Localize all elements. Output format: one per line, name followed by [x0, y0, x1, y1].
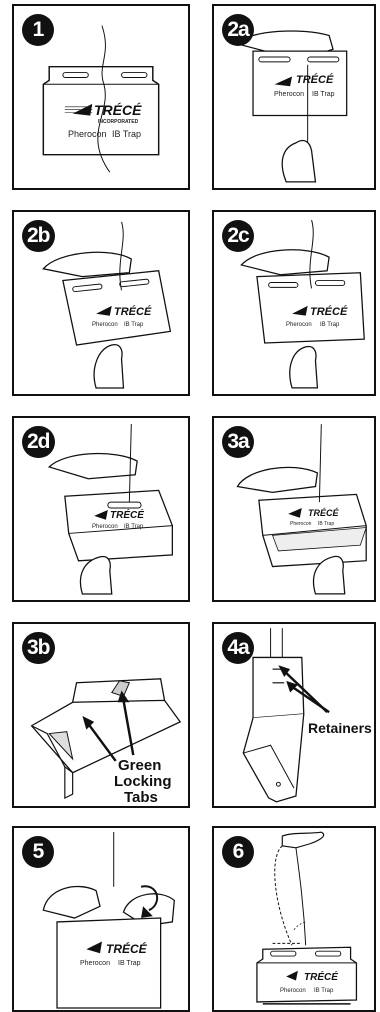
step-1-incorporated: INCORPORATED — [98, 119, 138, 125]
step-2d-badge: 2d — [22, 426, 55, 458]
step-1-product-name: Pherocon — [68, 129, 107, 139]
step-5-badge: 5 — [22, 836, 54, 868]
step-4a-badge: 4a — [222, 632, 254, 664]
step-2b-brand-logo: TRÉCÉ — [114, 306, 151, 318]
step-6-product-suffix: IB Trap — [314, 988, 333, 994]
step-2d-product-suffix: IB Trap — [124, 524, 143, 530]
step-5-brand-logo: TRÉCÉ — [106, 942, 147, 956]
step-6-panel: 6 TRÉCÉ Pherocon IB Trap — [212, 826, 376, 1012]
step-3b-panel: 3b Green Locking Tabs — [12, 622, 190, 808]
step-2b-product-suffix: IB Trap — [124, 322, 143, 328]
step-3b-label-tabs: Tabs — [124, 790, 158, 806]
step-2a-product-name: Pherocon — [274, 91, 304, 98]
step-2a-badge: 2a — [222, 14, 254, 46]
step-4a-panel: 4a Retainers — [212, 622, 376, 808]
step-3a-badge: 3a — [222, 426, 254, 458]
step-2a-panel: 2a TRÉCÉ Pherocon IB Trap — [212, 4, 376, 190]
step-2c-badge: 2c — [222, 220, 254, 252]
step-2c-brand-logo: TRÉCÉ — [310, 306, 347, 318]
step-3a-brand-logo: TRÉCÉ — [308, 508, 339, 518]
step-3a-panel: 3a TRÉCÉ Pherocon IB Trap — [212, 416, 376, 602]
step-2b-panel: 2b TRÉCÉ Pherocon IB Trap — [12, 210, 190, 396]
step-2a-brand-logo: TRÉCÉ — [296, 74, 333, 86]
step-2b-badge: 2b — [22, 220, 55, 252]
step-1-brand-logo: TRÉCÉ — [94, 102, 141, 118]
step-2a-product-suffix: IB Trap — [312, 91, 335, 98]
step-6-product-name: Pherocon — [280, 988, 306, 994]
step-2c-panel: 2c TRÉCÉ Pherocon IB Trap — [212, 210, 376, 396]
step-3b-label-green: Green — [118, 758, 161, 774]
step-2d-panel: 2d TRÉCÉ Pherocon IB Trap — [12, 416, 190, 602]
step-6-brand-logo: TRÉCÉ — [304, 972, 338, 983]
step-2c-product-name: Pherocon — [286, 322, 312, 328]
step-3b-badge: 3b — [22, 632, 55, 664]
step-2c-product-suffix: IB Trap — [320, 322, 339, 328]
step-2b-product-name: Pherocon — [92, 322, 118, 328]
step-2d-brand-logo: TRÉCÉ — [110, 510, 144, 521]
step-1-product-suffix: IB Trap — [112, 129, 141, 139]
step-3b-label-locking: Locking — [114, 774, 172, 790]
step-5-panel: 5 TRÉCÉ Pherocon IB Trap — [12, 826, 190, 1012]
step-2d-product-name: Pherocon — [92, 524, 118, 530]
step-5-product-name: Pherocon — [80, 960, 110, 967]
step-3a-product-suffix: IB Trap — [318, 521, 334, 527]
step-1-panel: 1 TRÉCÉ INCORPORATED Pherocon IB Trap — [12, 4, 190, 190]
step-1-badge: 1 — [22, 14, 54, 46]
step-3a-product-name: Pherocon — [290, 521, 311, 527]
step-5-product-suffix: IB Trap — [118, 960, 141, 967]
step-6-badge: 6 — [222, 836, 254, 868]
step-4a-label-retainers: Retainers — [308, 720, 372, 736]
